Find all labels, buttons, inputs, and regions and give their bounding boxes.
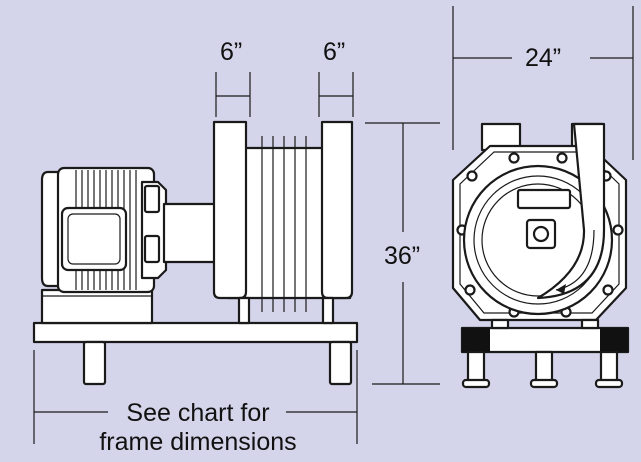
bolt-icon [556, 152, 568, 164]
height-dimension-lines [365, 122, 440, 385]
bolt-icon [602, 284, 614, 296]
blower-side [212, 120, 354, 325]
side-view [32, 72, 359, 444]
bolt-icon [612, 224, 624, 236]
inlet-dimension-lines [215, 72, 354, 117]
front-base [460, 318, 630, 389]
inlet-width-right-label: 6” [323, 38, 346, 66]
frame-note: See chart for frame dimensions [96, 399, 300, 457]
base-frame [32, 321, 359, 386]
motor-mount [40, 288, 154, 325]
overall-width-label: 24” [525, 44, 562, 72]
bolt-icon [466, 170, 478, 182]
motor [40, 166, 168, 294]
blower-ribs [261, 136, 307, 312]
overall-height-label: 36” [384, 242, 421, 270]
bolt-icon [508, 152, 520, 164]
bolt-icon [464, 284, 476, 296]
frame-note-line2: frame dimensions [99, 428, 297, 456]
volute [462, 122, 614, 316]
frame-dimension-lines [33, 350, 358, 444]
frame-note-line1: See chart for [126, 399, 270, 427]
width-dimension-lines [452, 6, 634, 160]
front-view [451, 6, 634, 389]
inlet-width-left-label: 6” [220, 38, 243, 66]
